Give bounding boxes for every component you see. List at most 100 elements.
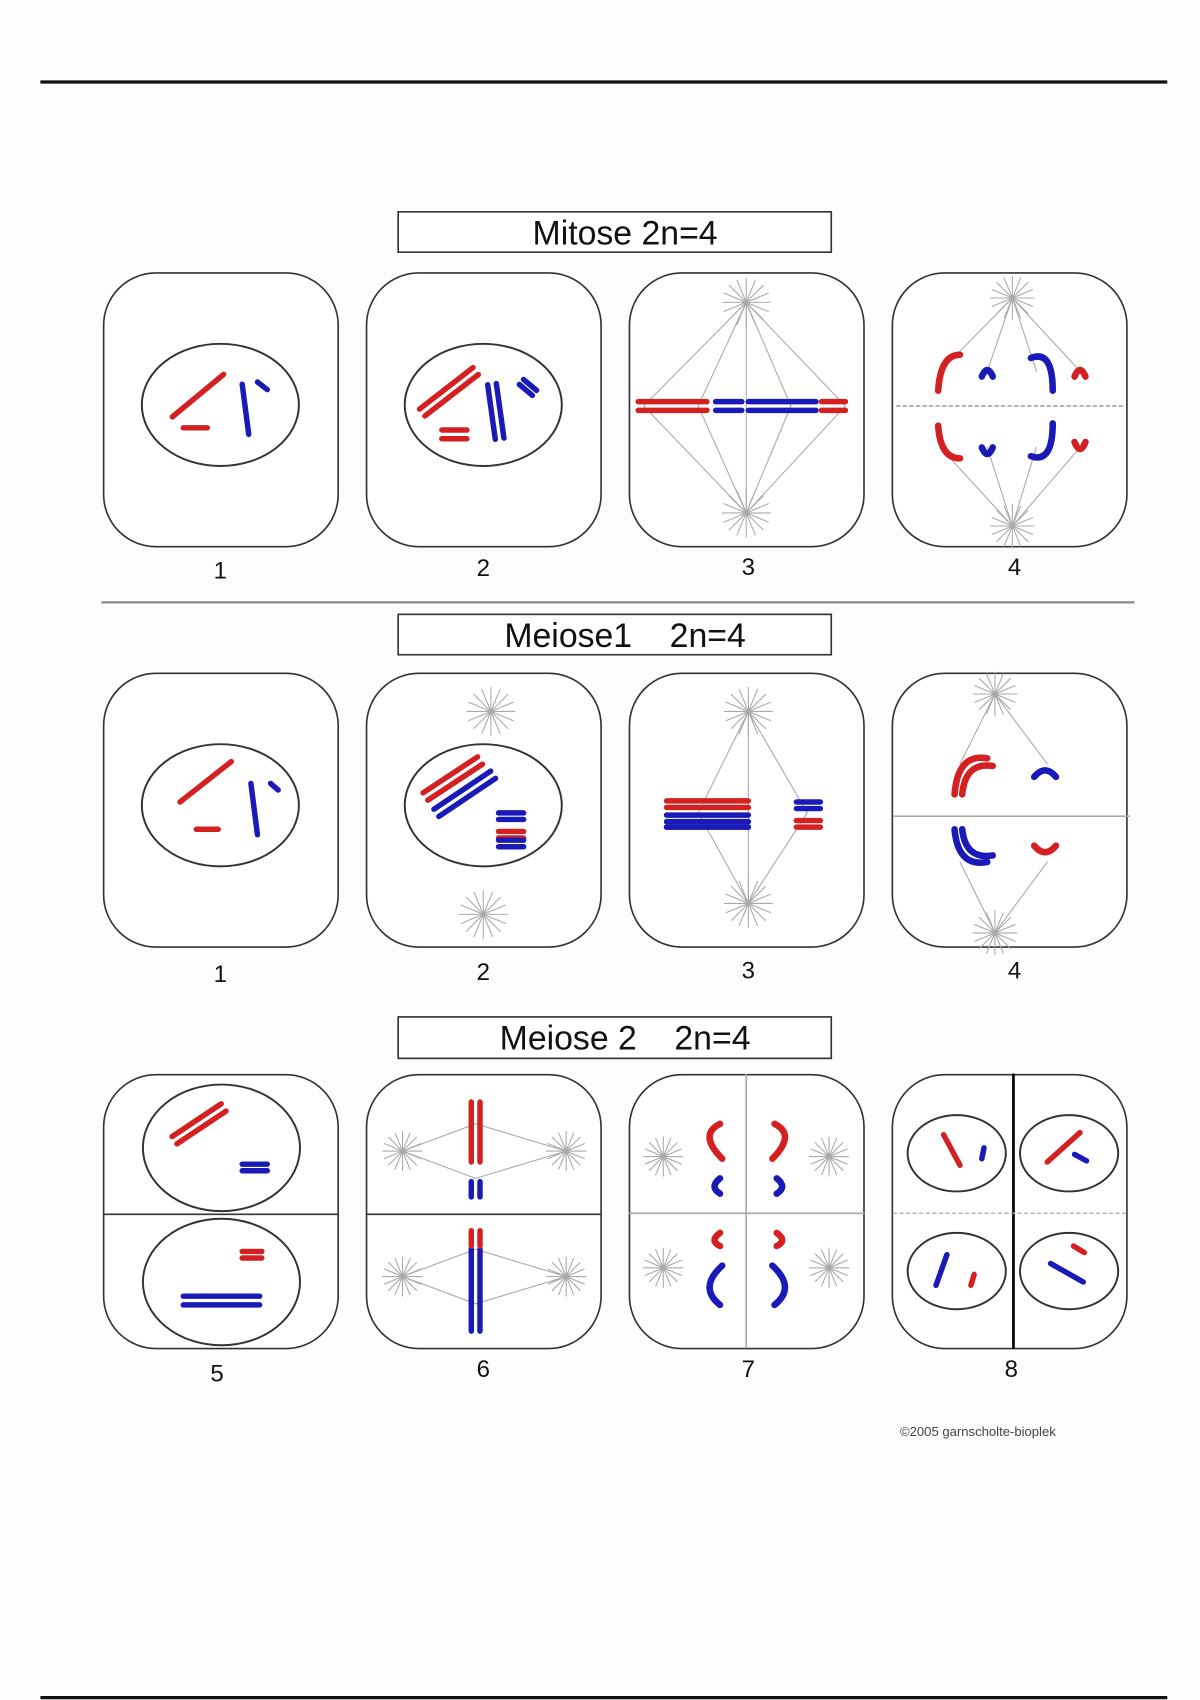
chromosome [1071, 1151, 1090, 1164]
stage-label: 7 [742, 1356, 755, 1383]
aster-ray [644, 1148, 682, 1165]
meiosis1-title: Meiose1 2n=4 [504, 617, 745, 655]
spindle-fiber [745, 405, 792, 514]
cell-outline [102, 672, 339, 948]
chromosome [711, 1175, 724, 1197]
chromosome [951, 825, 991, 866]
spindle-fiber [475, 1276, 567, 1305]
chromosome [968, 1271, 977, 1288]
cell-outline [102, 272, 339, 548]
chromosome [174, 1108, 229, 1147]
nucleus [403, 743, 563, 868]
chromosome [769, 1120, 789, 1162]
chromosome [1027, 420, 1056, 461]
nucleus [906, 1114, 1007, 1193]
nucleus [141, 1217, 301, 1347]
nucleus [140, 342, 300, 467]
stage-label: 4 [1008, 958, 1021, 985]
spindle-fiber [986, 297, 1013, 372]
chromosome [958, 762, 996, 798]
cell-outline [365, 672, 602, 948]
chromosome [706, 1262, 726, 1309]
spindle-fiber [475, 1248, 567, 1278]
mitosis-section: Mitose 2n=4 1 2 3 4 [214, 210, 1021, 584]
chromosome [177, 758, 234, 805]
spindle-fiber [994, 693, 1048, 765]
spindle-fiber [401, 1150, 477, 1179]
nucleus [403, 342, 563, 467]
mitosis-title-box [397, 210, 833, 253]
chromosome [1047, 1260, 1086, 1285]
stage-label: 6 [477, 1356, 490, 1383]
spindle-fiber [939, 446, 1013, 527]
chromosome [1030, 842, 1060, 856]
aster-ray [810, 1259, 848, 1276]
chromosome [1071, 366, 1089, 380]
meiosis2-title: Meiose 2 2n=4 [500, 1020, 751, 1058]
stage-label: 1 [214, 557, 227, 584]
aster-ray [460, 904, 506, 925]
spindle-fiber [986, 446, 1013, 527]
stage-label: 2 [477, 959, 490, 986]
chromosome [706, 1120, 726, 1162]
spindle-fiber [401, 1248, 477, 1278]
chromosome [934, 422, 964, 462]
chromosome [254, 379, 270, 393]
meiosis1-title-box [397, 613, 833, 656]
spindle-fiber [747, 710, 808, 814]
cell-outline [891, 272, 1128, 548]
aster-ray [644, 1259, 682, 1276]
nucleus [1019, 1114, 1120, 1193]
spindle-fiber [643, 301, 747, 407]
chromosome [951, 754, 991, 798]
stage-label: 3 [742, 958, 755, 985]
cell-outline [365, 1073, 602, 1350]
chromosome [416, 364, 476, 412]
chromosome [978, 444, 996, 458]
chromosome [484, 382, 499, 443]
chromosome [493, 380, 507, 441]
spindle-fiber [401, 1123, 477, 1152]
nucleus [1019, 1231, 1120, 1311]
spindle-fiber [401, 1276, 477, 1305]
spindle-fiber [697, 405, 747, 514]
spindle-fiber [1011, 446, 1037, 527]
spindle-fiber [745, 301, 792, 407]
chromosome [773, 1229, 786, 1250]
nucleus [141, 1083, 301, 1213]
chromosome [239, 381, 252, 438]
chromosome [933, 1252, 950, 1288]
chromosome [940, 1132, 963, 1168]
spindle-fiber [959, 693, 996, 765]
stage-label: 1 [214, 961, 227, 988]
chromosome [1044, 1129, 1083, 1165]
cell-outline [891, 1073, 1128, 1350]
chromosome [978, 366, 996, 380]
copyright: ©2005 garnscholte-bioplek [900, 1424, 1056, 1439]
chromosome [420, 754, 481, 796]
aster-ray [810, 1148, 848, 1165]
spindle-fiber [475, 1150, 567, 1179]
nucleus [140, 743, 300, 868]
chromosome [934, 351, 964, 394]
meiosis2-section: Meiose 2 2n=4 5 6 7 8 [210, 1016, 1018, 1387]
chromosome [436, 775, 499, 820]
spindle-fiber [1011, 297, 1081, 372]
spindle-fiber [994, 861, 1048, 934]
stage-label: 8 [1005, 1356, 1018, 1383]
chromosome [958, 825, 996, 860]
chromosome [425, 761, 486, 803]
spindle-fiber [1011, 446, 1081, 527]
chromosome [1030, 767, 1060, 781]
spindle-fiber [475, 1123, 567, 1152]
chromosome [422, 371, 482, 419]
stage-label: 3 [742, 554, 755, 581]
cell-outline [365, 272, 602, 548]
chromosome [431, 768, 494, 813]
mitosis-title: Mitose 2n=4 [533, 215, 718, 253]
spindle-fiber [959, 861, 996, 934]
stage-label: 5 [210, 1360, 223, 1387]
chromosome [769, 1262, 789, 1309]
stage-label: 2 [477, 555, 490, 582]
